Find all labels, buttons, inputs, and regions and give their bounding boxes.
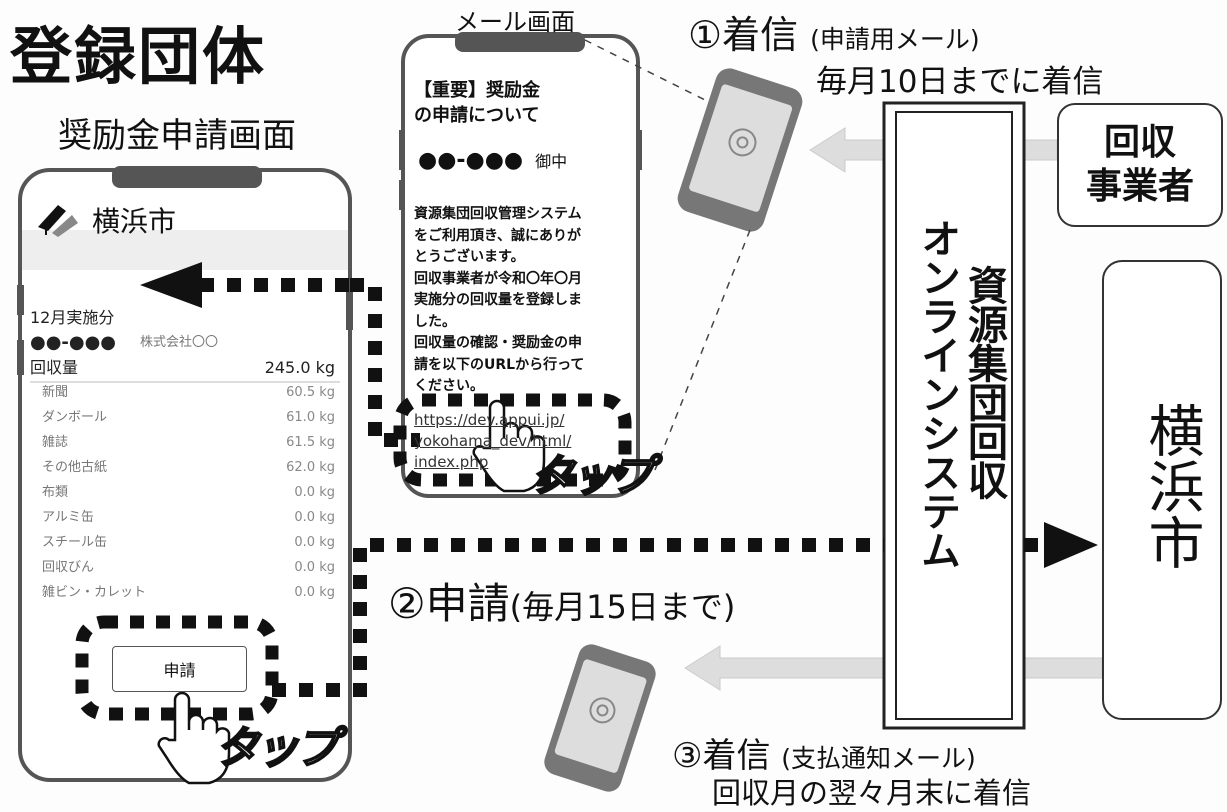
dotted-path-app-to-city: [272, 538, 1045, 697]
system-title-line1: 資源集団回収: [961, 265, 1007, 499]
mail-heading: 【重要】奨励金 の申請について: [414, 80, 540, 126]
mail-body: 資源集団回収管理システム をご利用頂き、誠にありが とうございます。 回収事業者…: [414, 206, 585, 394]
collector-label-2: 事業者: [1085, 166, 1194, 207]
mail-screen-label: メール画面: [455, 8, 575, 36]
apply-button[interactable]: 申請: [112, 646, 247, 692]
dashed-connectors: [584, 39, 751, 471]
hand-pointer-icon: [157, 691, 231, 785]
tap-label-mail: タップ: [529, 450, 655, 503]
month-label: 12月実施分: [30, 308, 115, 327]
step1-subtext: 毎月10日までに着信: [816, 64, 1104, 100]
tap-label-app: タップ: [214, 722, 340, 775]
step3-subtext: 回収月の翌々月末に着信: [712, 776, 1032, 810]
group-row: ●●-●●● 株式会社〇〇: [30, 332, 219, 353]
step3-label: ③着信 (支払通知メール): [672, 736, 976, 776]
mail-addressee: ●●-●●●御中: [418, 148, 568, 173]
city-label: 横浜市: [1139, 402, 1204, 570]
mail-url-link[interactable]: https://dev.appui.jp/ yokohama_dev/html/…: [414, 411, 572, 471]
phone-icon-top: [677, 68, 803, 232]
phone-icon-bottom: [544, 644, 656, 792]
hand-pointer-icon: [472, 399, 546, 493]
system-title-line2: オンラインシステム: [914, 218, 960, 569]
dotted-path-mail-to-app: [200, 278, 420, 447]
step2-label: ②申請(毎月15日まで): [388, 579, 736, 628]
page-title: 登録団体: [10, 20, 267, 93]
gray-arrow-top: [809, 127, 1058, 173]
mail-phone-frame: [399, 32, 642, 498]
collector-box: 回収 事業者: [1057, 103, 1223, 227]
city-box: 横浜市: [1102, 260, 1222, 720]
city-logo-icon: [38, 205, 78, 237]
arrow-icon: [1044, 522, 1098, 568]
collector-label-1: 回収: [1103, 122, 1176, 163]
app-city-name: 横浜市: [92, 205, 177, 238]
step1-label: ①着信 (申請用メール): [688, 13, 980, 57]
arrow-icon: [140, 262, 202, 308]
app-screen-label: 奨励金申請画面: [58, 116, 296, 156]
